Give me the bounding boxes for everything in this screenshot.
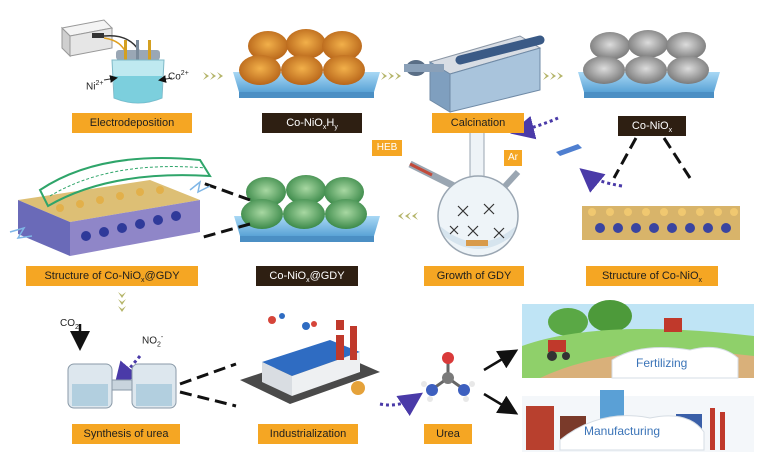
small-substrate-icon (556, 144, 582, 156)
label-hydroxide-sub1: x (322, 124, 327, 132)
label-synthesis: Synthesis of urea (72, 424, 180, 444)
beaker-icon (103, 40, 173, 104)
label-hydroxide-mid: H (326, 117, 335, 129)
zoom-lines (612, 137, 692, 179)
flask-icon (408, 129, 521, 257)
label-oxide-sub: x (668, 127, 673, 135)
label-structure-gdy-post: @GDY (144, 270, 180, 282)
label-composite-pre: Co-NiO (269, 270, 307, 282)
purple-arrow (510, 115, 623, 193)
label-calcination: Calcination (432, 113, 524, 133)
ion-ni-charge: 2+ (95, 80, 104, 87)
composite-substrate-icon (234, 175, 380, 242)
urea-molecule-icon (421, 352, 475, 402)
gdy-structure-icon (9, 157, 212, 256)
label-structure-gdy: Structure of Co-NiOx@GDY (26, 266, 198, 286)
process-arrow (118, 292, 126, 312)
label-composite-post: @GDY (309, 270, 345, 282)
power-supply-icon (60, 19, 141, 58)
label-urea: Urea (424, 424, 472, 444)
label-structure-gdy-sub: x (141, 277, 145, 285)
label-oxide: Co-NiOx (618, 116, 686, 136)
process-arrow (203, 72, 223, 80)
reactant-no2: NO2- (142, 334, 163, 348)
tag-ar: Ar (504, 150, 522, 166)
label-hydroxide-base: Co-NiO (286, 117, 323, 129)
label-structure-oxide: Structure of Co-NiOx (586, 266, 718, 286)
reactant-co2: CO2 (60, 318, 79, 331)
ion-ni-symbol: Ni (86, 81, 96, 93)
label-oxide-base: Co-NiO (631, 120, 669, 132)
oxide-substrate-icon (578, 30, 720, 98)
factory-icon (240, 313, 380, 404)
reactant-no2-base: NO (142, 335, 157, 347)
purple-arrow (379, 392, 423, 416)
reactant-co2-sub: 2 (75, 324, 79, 331)
app-manufacturing: Manufacturing (584, 424, 661, 438)
industry-icon (522, 390, 754, 452)
tag-heb: HEB (372, 140, 402, 156)
process-arrow (381, 72, 401, 80)
ion-co-charge: 2+ (180, 70, 189, 77)
process-arrow (398, 212, 418, 220)
label-composite: Co-NiOx@GDY (256, 266, 358, 286)
ion-co-symbol: Co (168, 71, 181, 83)
farm-icon (522, 300, 754, 379)
label-hydroxide: Co-NiOxHy (262, 113, 362, 133)
label-electrodeposition: Electrodeposition (72, 113, 192, 133)
label-structure-oxide-pre: Structure of Co-NiO (601, 270, 699, 282)
zoom-lines (199, 180, 251, 240)
h-cell-icon (67, 324, 177, 409)
tube-furnace-icon (404, 35, 545, 113)
label-structure-gdy-pre: Structure of Co-NiO (44, 270, 142, 282)
reactant-no2-sup: - (160, 334, 164, 341)
reactant-no2-sub: 2 (157, 341, 161, 349)
zoom-lines (179, 362, 237, 408)
ion-co: Co2+ (168, 70, 189, 82)
hydroxide-substrate-icon (233, 29, 380, 98)
label-growth: Growth of GDY (424, 266, 524, 286)
app-fertilizing: Fertilizing (636, 356, 688, 370)
oxide-structure-icon (582, 206, 740, 240)
ion-ni: Ni2+ (86, 80, 103, 92)
application-arrows (483, 349, 519, 415)
label-hydroxide-sub2: y (334, 124, 338, 132)
reactant-co2-base: CO (60, 318, 75, 329)
label-structure-oxide-sub: x (698, 277, 703, 285)
label-composite-sub: x (306, 277, 310, 285)
label-industrialization: Industrialization (258, 424, 358, 444)
process-arrow (543, 72, 563, 80)
